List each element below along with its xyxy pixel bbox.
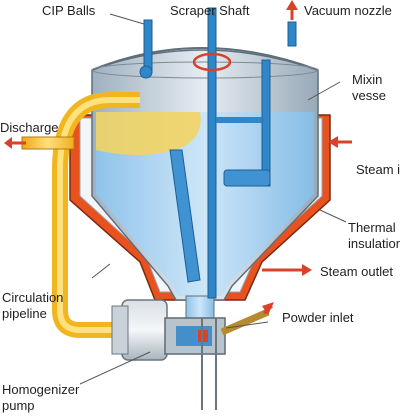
label-thermal-insulation-2: insulation: [348, 236, 400, 251]
discharge-pipe: [21, 136, 75, 150]
vessel-dome: [91, 47, 319, 71]
label-powder-inlet: Powder inlet: [282, 310, 354, 325]
label-mixing-vessel-1: Mixin: [352, 72, 383, 87]
leader-lines: [79, 12, 347, 385]
powder-inlet-pipe: [220, 308, 270, 336]
label-circulation-pipeline-2: pipeline: [2, 306, 47, 321]
label-cip-balls: CIP Balls: [42, 3, 96, 18]
cip-ball: [139, 65, 153, 79]
label-circulation-pipeline-1: Circulation: [2, 290, 64, 305]
label-steam-outlet: Steam outlet: [320, 264, 393, 279]
label-thermal-insulation-1: Thermal: [348, 220, 396, 235]
label-homogenizer-pump-1: Homogenizer: [2, 382, 80, 397]
label-scraper-shaft: Scraper Shaft: [170, 3, 250, 18]
homogenizer-motor: [121, 299, 168, 361]
label-steam-inlet: Steam i: [356, 162, 400, 177]
rotation-ring: [192, 52, 232, 72]
scraper-blade: [169, 149, 201, 283]
vessel-rim: [91, 61, 319, 79]
label-homogenizer-pump-2: pump: [2, 398, 35, 413]
label-discharge: Discharge: [0, 120, 59, 135]
vessel-liquid: [96, 112, 314, 296]
label-mixing-vessel-2: vesse: [352, 88, 386, 103]
product-cloud: [96, 112, 201, 155]
scraper-shaft: [207, 7, 217, 299]
label-vacuum-nozzle: Vacuum nozzle: [304, 3, 392, 18]
